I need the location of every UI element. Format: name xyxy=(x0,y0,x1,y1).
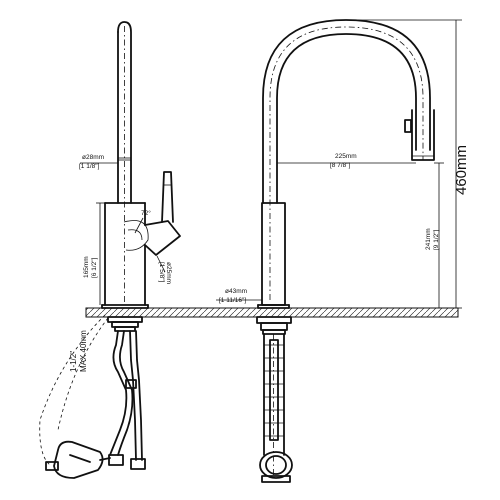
dimension-lines xyxy=(80,19,462,309)
body-height-inch: [6 1/2"] xyxy=(91,257,98,278)
front-view-faucet xyxy=(256,19,435,483)
reach-mm: 225mm xyxy=(335,153,357,160)
deck-hole-max: MAX 40mm xyxy=(79,330,88,372)
spout-height-mm: 241mm xyxy=(425,228,432,250)
hose-ribs xyxy=(264,344,284,437)
countertop-deck xyxy=(85,307,459,318)
deck-hole-size: 1-1/2" xyxy=(69,351,78,372)
total-height: 460mm xyxy=(453,145,470,195)
spout-height-inch: [9 1/2"] xyxy=(433,229,440,250)
handle-angle: 72° xyxy=(141,209,151,217)
base-dia-inch: [1 11/16"] xyxy=(219,297,246,304)
handle-dia-inch: [1 5/8"] xyxy=(158,262,165,283)
base-dia-mm: ø43mm xyxy=(225,288,247,295)
spout-dia-mm: ø28mm xyxy=(82,154,104,161)
reach-inch: [8 7/8"] xyxy=(330,162,351,169)
handle-dia-mm: ø25mm xyxy=(165,262,172,284)
spout-dia-inch: [1 1/8"] xyxy=(79,163,100,170)
side-view-faucet xyxy=(39,21,181,479)
body-height-mm: 165mm xyxy=(83,256,90,278)
